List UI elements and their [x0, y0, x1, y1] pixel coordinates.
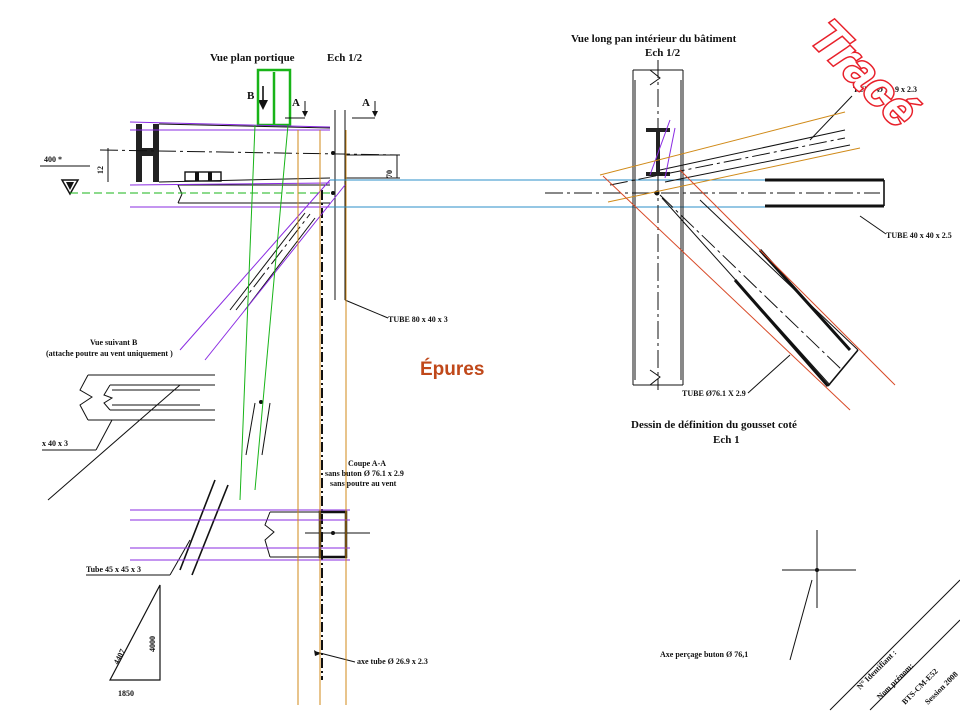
long-view-scale: Ech 1/2	[645, 47, 681, 59]
tube-40-left-label: x 40 x 3	[42, 439, 68, 448]
green-highlight-box	[256, 68, 292, 127]
construction-lines-left	[129, 121, 884, 705]
dim-1850: 1850	[118, 689, 134, 698]
tube-80-label: TUBE 80 x 40 x 3	[388, 315, 448, 324]
coupe-aa-line2: sans buton Ø 76.1 x 2.9	[325, 469, 404, 478]
tube-40-right-label: TUBE 40 x 40 x 2.5	[886, 231, 952, 240]
tube-45-label: Tube 45 x 45 x 3	[86, 565, 141, 574]
gusset-scale: Ech 1	[713, 434, 740, 446]
dim-12: 12	[96, 166, 105, 174]
dim-4407: 4407	[112, 648, 127, 666]
dim-4000: 4000	[148, 636, 157, 652]
plan-view-scale: Ech 1/2	[327, 52, 363, 64]
elevation-triangle	[60, 179, 80, 196]
construction-lines-right	[599, 111, 896, 411]
epures-label: Épures	[420, 358, 484, 380]
view-b-arrowhead	[258, 100, 268, 110]
i-beam-flange	[136, 124, 142, 182]
dim-70: 70	[385, 170, 394, 178]
long-view-title: Vue long pan intérieur du bâtiment	[571, 33, 737, 45]
coupe-aa-title: Coupe A-A	[348, 459, 386, 468]
axe-tube-label: axe tube Ø 26.9 x 2.3	[357, 657, 428, 666]
plan-view: Vue plan portique Ech 1/2 B A A 70 12 40…	[40, 52, 448, 698]
gusset-title: Dessin de définition du gousset coté	[631, 419, 797, 431]
elevation-label: 400 *	[44, 155, 62, 164]
i-beam-right	[646, 128, 670, 132]
plan-view-title: Vue plan portique	[210, 52, 295, 64]
long-view: Vue long pan intérieur du bâtiment Ech 1…	[545, 33, 960, 711]
axe-percage-label: Axe perçage buton Ø 76,1	[660, 650, 748, 659]
section-a-right: A	[362, 97, 370, 109]
tube-top-right-label: TUBE Ø 26.9 x 2.3	[853, 85, 917, 94]
view-b-label: B	[247, 90, 255, 102]
coupe-aa-line3: sans poutre au vent	[330, 479, 397, 488]
tube-76-label: TUBE Ø76.1 X 2.9	[682, 389, 746, 398]
slope-triangle	[109, 584, 161, 681]
title-block-line	[829, 579, 960, 711]
vue-suivant-b-title: Vue suivant B	[90, 338, 138, 347]
section-a-left: A	[292, 97, 300, 109]
vue-suivant-b-note: (attache poutre au vent uniquement )	[46, 349, 173, 358]
